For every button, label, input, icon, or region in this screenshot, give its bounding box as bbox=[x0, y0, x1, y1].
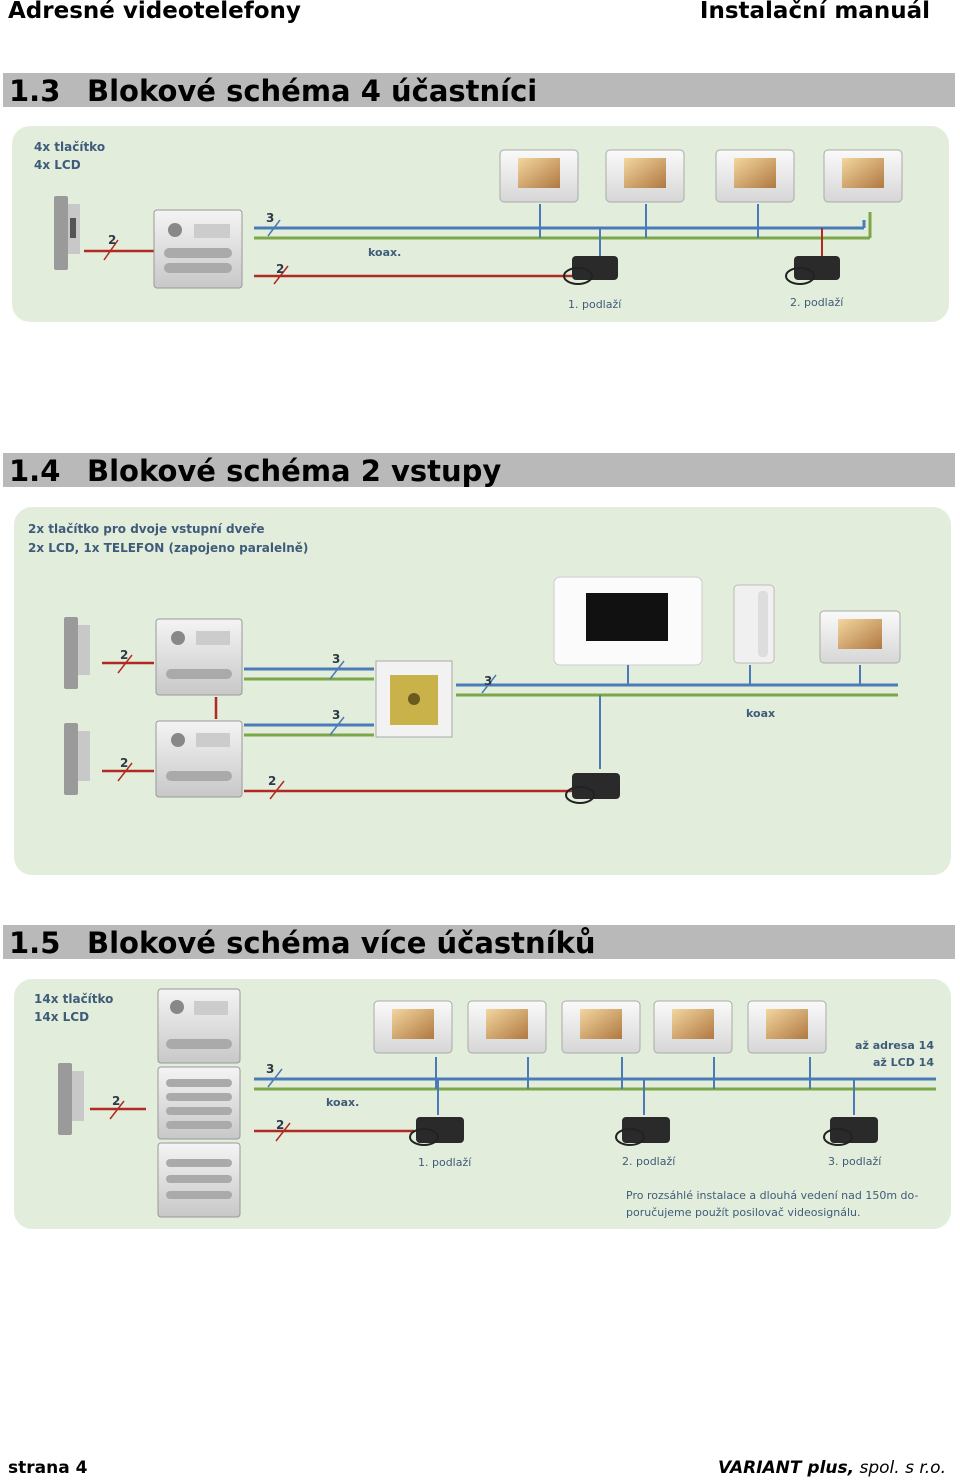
coax-label: koax bbox=[746, 707, 775, 720]
company-name-bold: VARIANT plus, bbox=[717, 1458, 855, 1478]
wire-count: 2 bbox=[120, 648, 128, 662]
section-heading-1-5: 1.5 Blokové schéma více účastníků bbox=[3, 925, 955, 960]
company-name: VARIANT plus, spol. s r.o. bbox=[718, 1458, 946, 1478]
range-label: až adresa 14 bbox=[855, 1039, 934, 1052]
power-supply-icon bbox=[563, 256, 618, 285]
monitor-icon bbox=[467, 1000, 547, 1089]
range-label: až LCD 14 bbox=[873, 1056, 934, 1069]
monitor-icon bbox=[553, 576, 703, 685]
entry-panel-icon bbox=[155, 618, 243, 696]
coax-label: koax. bbox=[326, 1096, 359, 1109]
wire-count: 2 bbox=[276, 262, 284, 276]
company-name-suffix: spol. s r.o. bbox=[854, 1458, 947, 1478]
monitor-icon bbox=[499, 149, 579, 238]
wire-count: 3 bbox=[484, 674, 492, 688]
page-number: strana 4 bbox=[8, 1458, 88, 1478]
door-lock-icon bbox=[58, 1063, 84, 1135]
coax-label: koax. bbox=[368, 246, 401, 259]
wire-count: 2 bbox=[276, 1118, 284, 1132]
section-title: Blokové schéma více účastníků bbox=[87, 926, 596, 960]
section-number: 1.4 bbox=[9, 454, 61, 488]
wire-count: 3 bbox=[266, 211, 274, 225]
note-line: 4x LCD bbox=[34, 158, 81, 172]
floor-label: 1. podlaží bbox=[568, 298, 622, 311]
section-heading-1-3: 1.3 Blokové schéma 4 účastníci bbox=[3, 73, 955, 108]
monitor-icon bbox=[715, 149, 795, 238]
monitor-icon bbox=[605, 149, 685, 238]
wire-count: 3 bbox=[332, 708, 340, 722]
note-line: 14x tlačítko bbox=[34, 992, 113, 1006]
note-line: 2x LCD, 1x TELEFON (zapojeno paralelně) bbox=[28, 541, 308, 555]
door-lock-icon bbox=[64, 723, 90, 795]
section-number: 1.5 bbox=[9, 926, 61, 960]
note-line: 4x tlačítko bbox=[34, 140, 105, 154]
power-supply-icon bbox=[565, 773, 620, 804]
header-manual-title: Instalační manuál bbox=[699, 0, 930, 24]
power-supply-icon bbox=[785, 256, 840, 285]
monitor-icon bbox=[373, 1000, 453, 1089]
wire-count: 2 bbox=[112, 1094, 120, 1108]
monitor-icon bbox=[561, 1000, 641, 1089]
monitor-icon bbox=[653, 1000, 733, 1089]
entry-panel-icon bbox=[153, 209, 243, 289]
monitor-icon bbox=[747, 1000, 827, 1089]
monitor-icon bbox=[823, 149, 903, 203]
power-supply-icon bbox=[409, 1117, 464, 1146]
switch-module-icon bbox=[375, 660, 453, 738]
handset-phone-icon bbox=[733, 584, 775, 685]
floor-label: 2. podlaží bbox=[622, 1155, 676, 1168]
door-lock-icon bbox=[54, 196, 80, 270]
floor-label: 2. podlaží bbox=[790, 296, 844, 309]
door-lock-icon bbox=[64, 617, 90, 689]
footnote-line: poručujeme použít posilovač videosignálu… bbox=[626, 1206, 861, 1219]
section-heading-1-4: 1.4 Blokové schéma 2 vstupy bbox=[3, 453, 955, 488]
note-line: 2x tlačítko pro dvoje vstupní dveře bbox=[28, 522, 265, 536]
wire-count: 3 bbox=[266, 1062, 274, 1076]
entry-panel-icon bbox=[155, 720, 243, 798]
power-supply-icon bbox=[615, 1117, 670, 1146]
floor-label: 1. podlaží bbox=[418, 1156, 472, 1169]
entry-panel-icon bbox=[157, 988, 241, 1064]
diagram-2-entrances: 2x tlačítko pro dvoje vstupní dveře 2x L… bbox=[14, 507, 951, 875]
entry-panel-icon bbox=[157, 1066, 241, 1140]
wire-count: 3 bbox=[332, 652, 340, 666]
header-document-title: Adresné videotelefony bbox=[8, 0, 301, 24]
diagram-4-participants: 4x tlačítko 4x LCD 2 3 2 koax. bbox=[12, 126, 949, 322]
diagram-more-participants: 14x tlačítko 14x LCD 2 bbox=[14, 979, 951, 1229]
note-line: 14x LCD bbox=[34, 1010, 89, 1024]
section-title: Blokové schéma 4 účastníci bbox=[87, 74, 538, 108]
wire-count: 2 bbox=[108, 233, 116, 247]
section-number: 1.3 bbox=[9, 74, 61, 108]
wire-count: 2 bbox=[120, 756, 128, 770]
footnote-line: Pro rozsáhlé instalace a dlouhá vedení n… bbox=[626, 1189, 918, 1202]
entry-panel-icon bbox=[157, 1142, 241, 1218]
section-title: Blokové schéma 2 vstupy bbox=[87, 454, 502, 488]
wire-count: 2 bbox=[268, 774, 276, 788]
monitor-icon bbox=[819, 610, 901, 685]
floor-label: 3. podlaží bbox=[828, 1155, 882, 1168]
power-supply-icon bbox=[823, 1117, 878, 1146]
